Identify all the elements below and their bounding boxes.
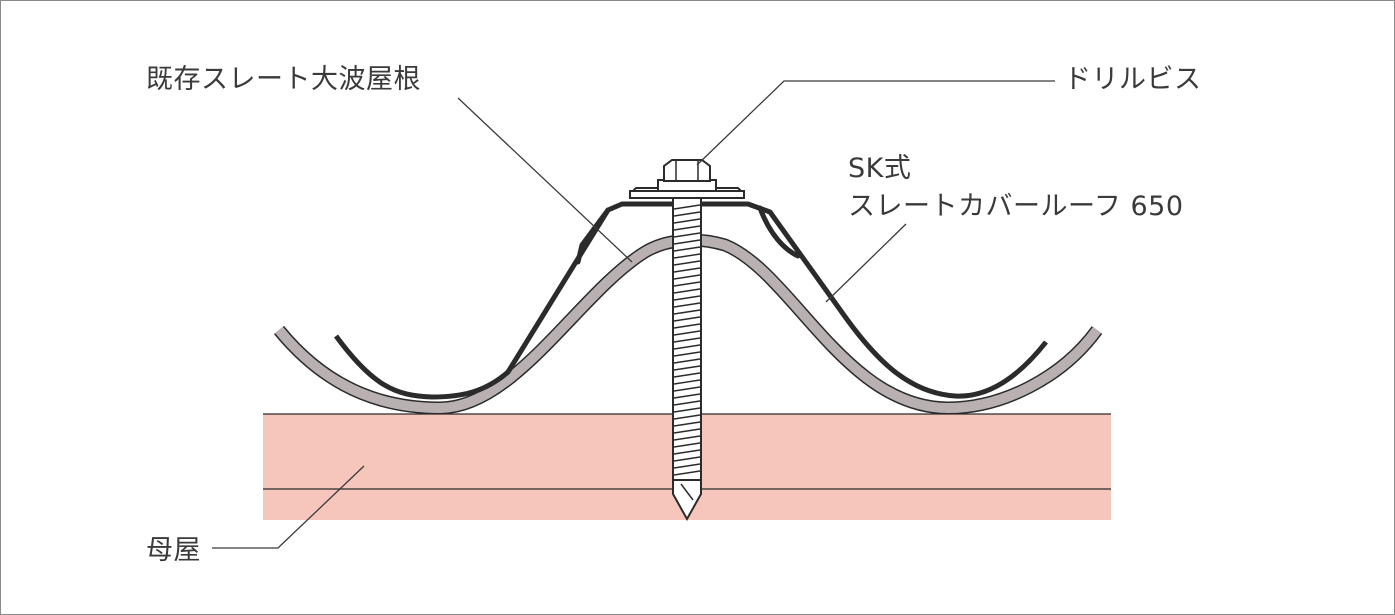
screw-thread-line	[673, 344, 701, 350]
screw-thread-line	[673, 323, 701, 329]
screw-thread-line	[673, 218, 701, 224]
screw-thread-line	[673, 442, 701, 448]
screw-thread-line	[673, 281, 701, 287]
screw-thread-line	[673, 225, 701, 231]
existing-roof-label: 既存スレート大波屋根	[146, 64, 421, 95]
screw-thread-line	[673, 379, 701, 385]
screw-thread-line	[673, 295, 701, 301]
screw-thread-line	[673, 288, 701, 294]
leader-purlin	[212, 465, 365, 549]
screw-threads	[673, 204, 701, 476]
screw-thread-line	[673, 211, 701, 217]
screw-drill-flute	[680, 483, 694, 501]
screw-thread-line	[673, 407, 701, 413]
screw-thread-line	[673, 400, 701, 406]
screw-thread-line	[673, 463, 701, 469]
screw-thread-line	[673, 470, 701, 476]
screw-thread-line	[673, 246, 701, 252]
screw-thread-line	[673, 239, 701, 245]
screw-thread-line	[673, 204, 701, 210]
cover-roof-label-line1: SK式	[848, 153, 912, 184]
screw-thread-line	[673, 386, 701, 392]
cover-roof-left-hook	[575, 207, 611, 265]
screw-thread-line	[673, 365, 701, 371]
cover-roof-right-hook	[757, 205, 801, 259]
screw-thread-line	[673, 414, 701, 420]
leader-cover-roof	[825, 223, 907, 303]
cover-roof-label: SK式 スレートカバールーフ 650	[848, 150, 1184, 226]
screw-hex-head	[663, 159, 711, 182]
screw-washer-base	[629, 190, 745, 199]
leader-lines	[212, 80, 1055, 549]
screw-thread-line	[673, 260, 701, 266]
screw-thread-line	[673, 435, 701, 441]
screw-thread-line	[673, 421, 701, 427]
leader-drill-screw	[696, 80, 1055, 166]
cover-roof-label-line2: スレートカバールーフ 650	[848, 191, 1184, 222]
screw-thread-line	[673, 358, 701, 364]
screw-thread-line	[673, 351, 701, 357]
screw-thread-line	[673, 274, 701, 280]
screw-thread-line	[673, 372, 701, 378]
screw-drill-tip	[672, 479, 702, 522]
screw-thread-line	[673, 449, 701, 455]
screw-thread-line	[673, 253, 701, 259]
purlin-label: 母屋	[146, 535, 201, 566]
screw-thread-line	[673, 428, 701, 434]
screw-thread-line	[673, 232, 701, 238]
screw-thread-line	[673, 330, 701, 336]
leader-existing-roof	[457, 97, 633, 263]
drill-screw	[629, 159, 745, 522]
screw-thread-line	[673, 316, 701, 322]
cover-roof-main-profile	[333, 201, 1048, 400]
screw-thread-line	[673, 456, 701, 462]
screw-thread-line	[673, 302, 701, 308]
screw-thread-line	[673, 267, 701, 273]
screw-thread-line	[673, 309, 701, 315]
drill-screw-label: ドリルビス	[1064, 64, 1202, 95]
screw-thread-line	[673, 393, 701, 399]
screw-thread-line	[673, 337, 701, 343]
cover-roof-sheet	[333, 201, 1048, 400]
